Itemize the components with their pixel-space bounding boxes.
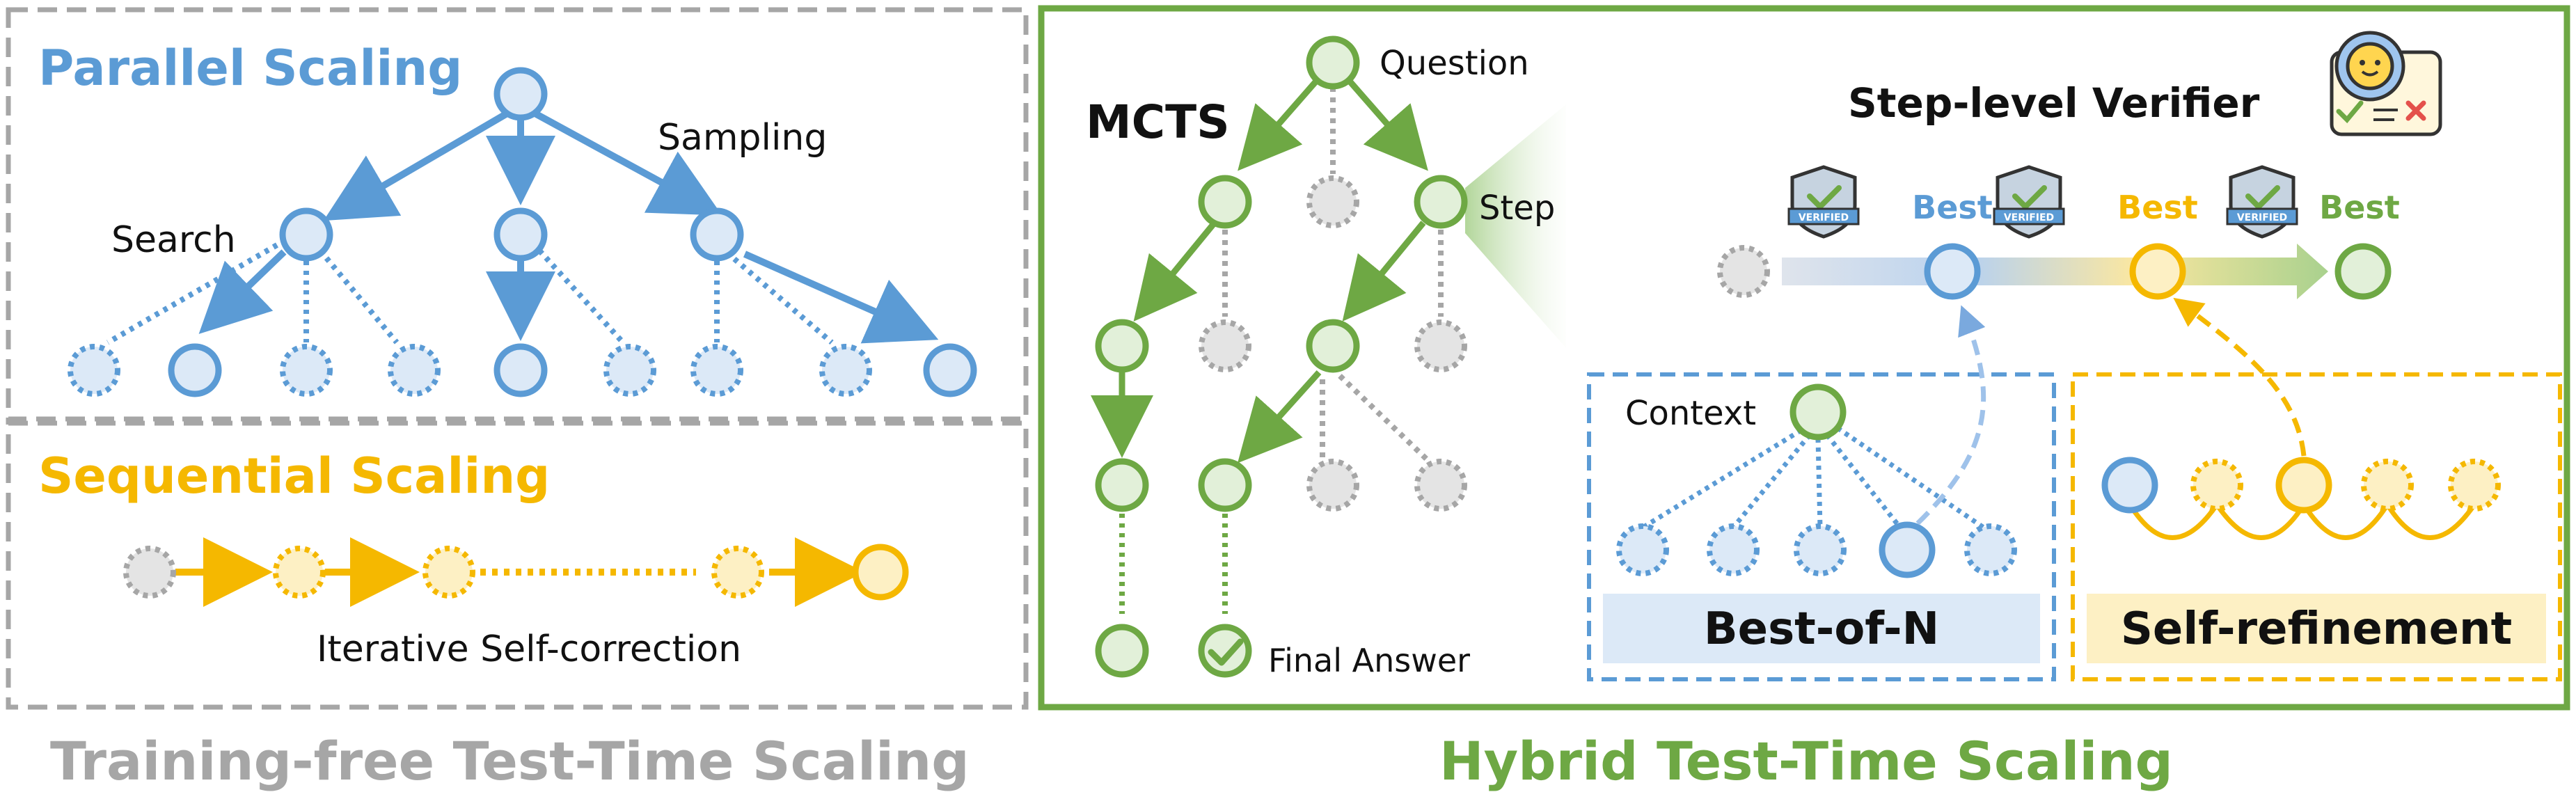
hybrid-box (1038, 5, 2570, 711)
best-candidate-node (1879, 521, 1936, 578)
self-refinement-label-bg (2087, 594, 2546, 663)
hybrid-caption: Hybrid Test-Time Scaling (1439, 730, 2173, 792)
refine-best-node (2275, 457, 2332, 514)
best-of-n-dotted-edges (1641, 426, 1985, 530)
best-of-n-label-bg (1603, 594, 2040, 663)
tree-node (493, 343, 548, 397)
mcts-title: MCTS (1086, 95, 1230, 149)
best-label-blue: Best (1912, 189, 1993, 226)
chain-node (711, 546, 764, 599)
refinement-selection-arrow (2173, 297, 2307, 457)
check-icon (1208, 638, 1244, 666)
refine-draft-nodes (2190, 459, 2501, 512)
start-node (1717, 245, 1770, 298)
final-answer-label: Final Answer (1268, 642, 1470, 679)
best-label-orange: Best (2117, 189, 2198, 226)
chain-node (852, 544, 909, 601)
parallel-title: Parallel Scaling (38, 40, 462, 97)
hybrid-panel: MCTS Question Step Final Answer (1038, 5, 2570, 792)
mcts-edges (1091, 76, 1428, 464)
best-node-blue (1924, 243, 1981, 300)
tree-node (493, 207, 548, 262)
search-label: Search (111, 219, 236, 261)
training-free-panel: Parallel Scaling Search Sampling (6, 7, 1029, 792)
verifier-title: Step-level Verifier (1848, 79, 2260, 127)
best-label-green: Best (2319, 189, 2400, 226)
svg-text:VERIFIED: VERIFIED (2237, 212, 2287, 223)
zoom-wedge (1465, 104, 1566, 348)
tree-node (168, 343, 222, 397)
verified-badge-2: VERIFIED (1993, 165, 2065, 239)
mcts-dotted-edges (1222, 87, 1444, 461)
sequential-title: Sequential Scaling (38, 448, 550, 505)
self-refinement-box (2071, 372, 2562, 681)
svg-text:VERIFIED: VERIFIED (1799, 212, 1849, 223)
best-node-orange (2129, 243, 2186, 300)
tree-node (923, 343, 977, 397)
verifier-robot-icon (2330, 31, 2442, 136)
chain-node (273, 546, 326, 599)
step-node (1414, 175, 1468, 229)
chain-node (123, 546, 176, 599)
best-of-n-selection-arrow (1915, 305, 1986, 525)
best-of-n-candidates (1616, 523, 2017, 576)
step-label: Step (1479, 189, 1555, 228)
best-of-n-title: Best-of-N (1704, 603, 1939, 655)
sequential-box (6, 420, 1029, 710)
parallel-box (6, 7, 1029, 422)
mcts-unexplored-nodes (1199, 175, 1467, 512)
best-of-n-box (1587, 372, 2056, 681)
svg-text:VERIFIED: VERIFIED (2004, 212, 2054, 223)
parallel-tree-dotted-edges (106, 242, 834, 345)
sampling-label: Sampling (658, 117, 827, 159)
context-node (1789, 383, 1847, 441)
best-path-arrow (1782, 244, 2328, 299)
mcts-nodes (1095, 35, 1468, 678)
verified-badge-3: VERIFIED (2226, 165, 2298, 239)
tree-node (493, 67, 548, 121)
parallel-tree-edges (198, 109, 939, 344)
parallel-tree-dashed-nodes (68, 344, 872, 397)
context-label: Context (1625, 394, 1756, 433)
question-label: Question (1380, 44, 1529, 83)
chain-node (422, 546, 475, 599)
tree-node (690, 207, 744, 262)
tree-node (279, 207, 333, 262)
mcts-green-dotted-edges (1119, 514, 1228, 614)
question-node (1306, 35, 1360, 90)
self-refinement-title: Self-refinement (2121, 603, 2512, 655)
iterative-label: Iterative Self-correction (317, 628, 741, 670)
best-node-green (2334, 243, 2392, 300)
verified-badge-1: VERIFIED (1787, 165, 1860, 239)
refine-start-node (2101, 457, 2158, 514)
final-answer-node (1198, 624, 1252, 678)
sequential-chain (123, 537, 909, 607)
parallel-tree-nodes (168, 67, 977, 397)
training-free-caption: Training-free Test-Time Scaling (50, 730, 970, 792)
